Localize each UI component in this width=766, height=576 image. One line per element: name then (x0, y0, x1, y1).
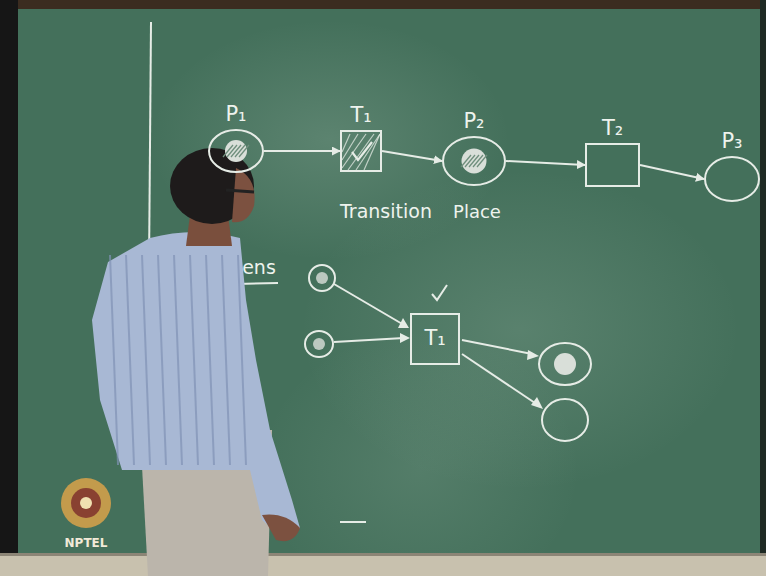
shirt-stripe (126, 255, 134, 465)
place-outline (705, 157, 759, 201)
arc-arrow (264, 150, 340, 152)
arc-arrow (506, 161, 585, 165)
left-edge (0, 0, 18, 576)
input-place (305, 331, 333, 357)
chalk-dash (340, 521, 366, 523)
arc (462, 340, 532, 354)
transition-outline (411, 314, 459, 364)
arrowhead (398, 318, 409, 328)
arrowhead (400, 333, 410, 343)
top-rail (0, 0, 766, 9)
fired-hatch (364, 134, 380, 170)
shirt-stripe (110, 255, 118, 465)
node-label: P₁ (225, 103, 246, 126)
fired-hatch (356, 134, 380, 170)
check-mark (432, 285, 447, 300)
glasses (226, 190, 254, 192)
node-outline (208, 129, 264, 173)
shirt (92, 232, 300, 540)
node-outline (585, 143, 640, 187)
node-outline (442, 136, 506, 186)
shirt-stripe (174, 255, 182, 465)
node-label-box: T₁ (410, 313, 460, 365)
term-label: Place (453, 202, 501, 223)
tray-edge (0, 553, 766, 556)
shirt-stripe (158, 255, 166, 465)
output-place (539, 343, 591, 385)
term-label: ens (242, 257, 276, 279)
place-circle: P₂ (442, 136, 506, 186)
token (313, 338, 325, 350)
check-mark (352, 142, 372, 160)
transition-box: T₁ (340, 130, 382, 172)
divider-line (149, 22, 151, 268)
term-label: Transition (340, 201, 432, 223)
arc (334, 338, 404, 342)
right-edge (760, 0, 766, 576)
output-place (542, 399, 588, 441)
arrowhead (531, 397, 543, 409)
transition-box: T₁ (410, 313, 460, 365)
node-outline (340, 130, 382, 172)
tokens (313, 272, 576, 375)
node-label: T₁ (350, 104, 371, 127)
node-outline (704, 156, 760, 202)
node-label: P₃ (721, 130, 742, 153)
hand (262, 515, 300, 542)
chalk-tray (0, 553, 766, 576)
place-circle: P₃ (704, 156, 760, 202)
input-place (309, 265, 335, 291)
arc-arrow (382, 151, 442, 161)
arc (334, 284, 404, 325)
arc (462, 354, 538, 405)
logo-core (71, 488, 101, 518)
shirt-stripe (222, 255, 230, 465)
token (462, 149, 487, 174)
token (316, 272, 328, 284)
node-label: P₂ (463, 110, 484, 133)
watermark: NPTEL (65, 537, 108, 551)
shirt-stripe (238, 255, 246, 465)
place-circle: P₁ (208, 129, 264, 173)
example-net (305, 265, 591, 441)
token-hatch (239, 145, 249, 157)
node-label: T₂ (602, 117, 623, 140)
arrowhead (527, 350, 539, 360)
token (554, 353, 576, 375)
shirt-stripe (190, 255, 198, 465)
fired-hatch (348, 134, 374, 170)
shirt-stripe (142, 255, 150, 465)
token-hatch (477, 155, 487, 167)
place-outline (443, 137, 505, 185)
node-label: T₁ (424, 327, 445, 350)
arc-arrow (640, 165, 704, 179)
transition-outline (341, 131, 381, 171)
logo-center (80, 497, 92, 509)
place-outline (209, 130, 263, 172)
transition-outline (586, 144, 639, 186)
shirt-stripe (206, 255, 214, 465)
logo-disc (61, 478, 111, 528)
face (232, 168, 255, 222)
transition-box: T₂ (585, 143, 640, 187)
